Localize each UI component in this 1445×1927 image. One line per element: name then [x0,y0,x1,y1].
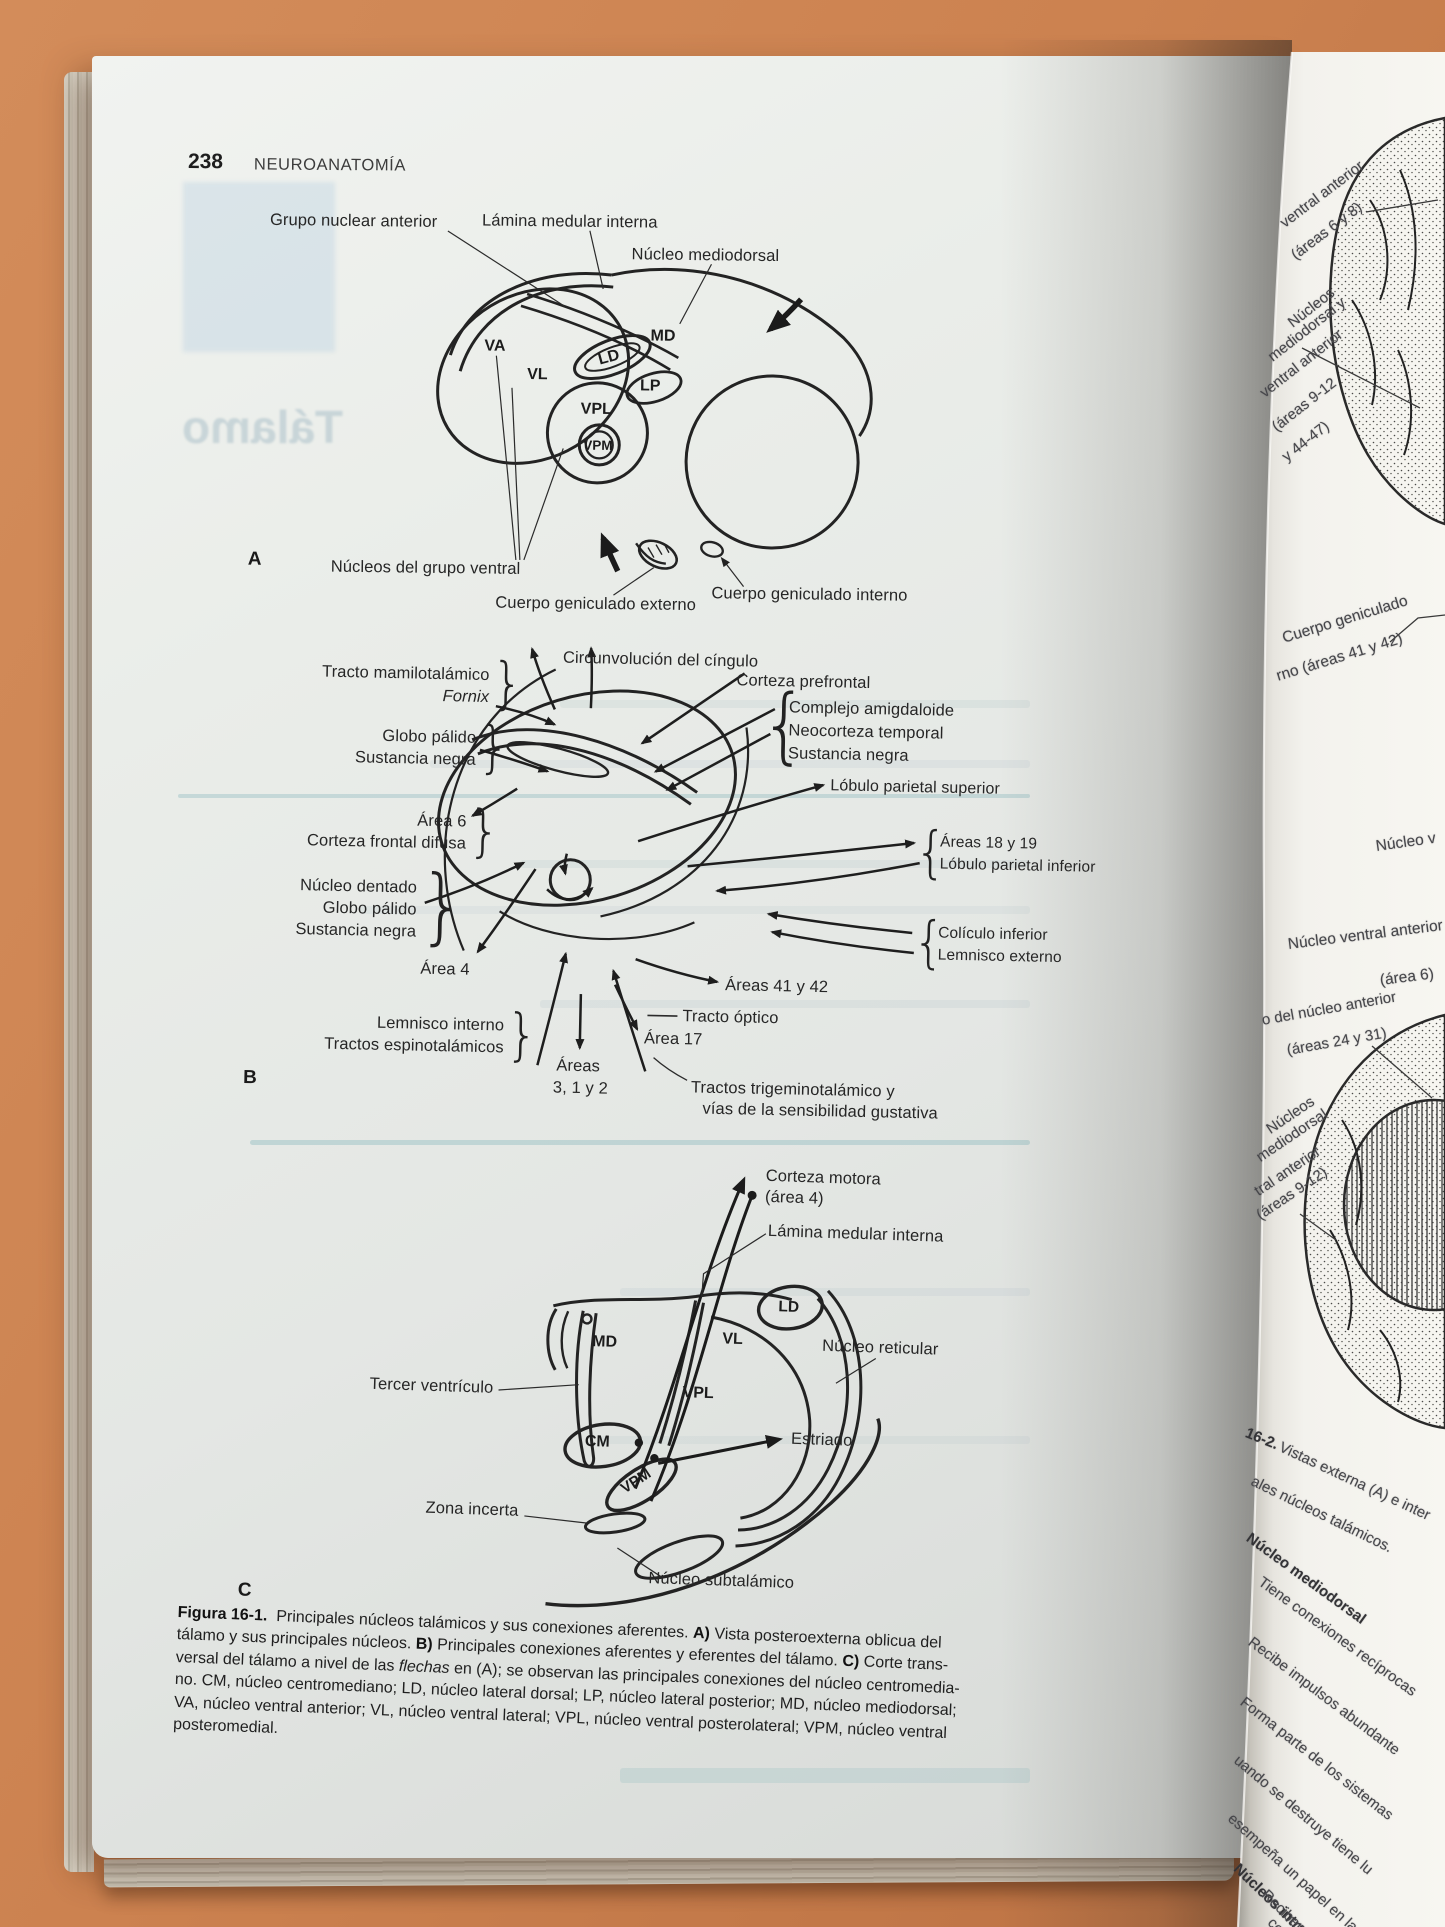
figure-caption: Figura 16-1. Principales núcleos talámic… [173,1602,1036,1771]
page-stack-left-edge [64,72,94,1872]
caption-figure-number: Figura 16-1. [177,1604,268,1625]
